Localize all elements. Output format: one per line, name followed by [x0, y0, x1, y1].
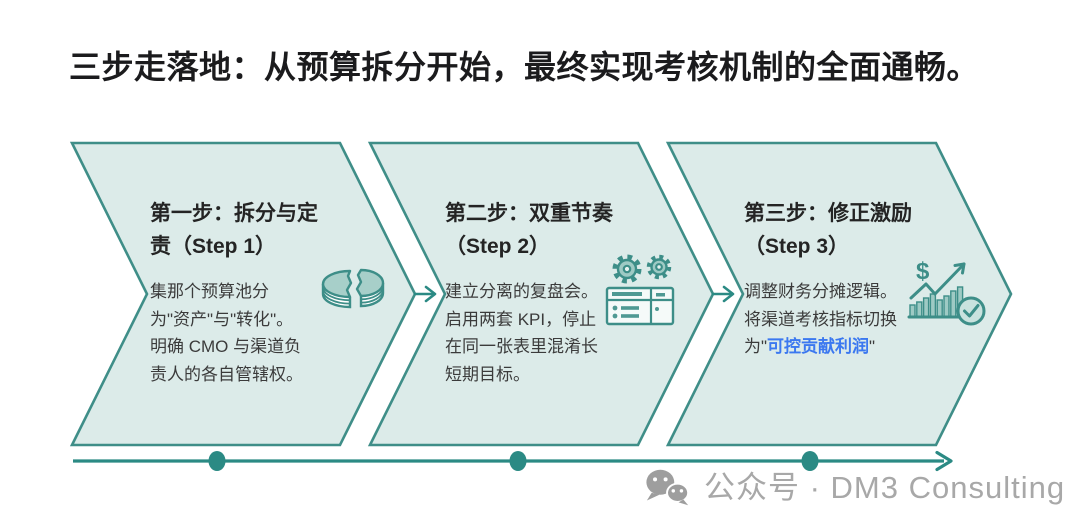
timeline-arrowhead-icon: [935, 450, 953, 472]
step-3-body-suffix: ": [869, 337, 876, 356]
timeline-dot-3: [801, 451, 819, 471]
svg-text:$: $: [916, 258, 930, 285]
watermark: 公众号 · DM3 Consulting: [644, 466, 1065, 510]
step-3-title: 第三步：修正激励 （Step 3）: [744, 202, 912, 258]
connector-arrow-1-icon: [413, 285, 437, 303]
step-3-body-highlight: 可控贡献利润: [767, 337, 870, 356]
step-3-block: 第三步：修正激励 （Step 3） 调整财务分摊逻辑。 将渠道考核指标切换 为"…: [744, 197, 960, 361]
step-2-block: 第二步：双重节奏 （Step 2） 建立分离的复盘会。 启用两套 KPI，停止 …: [445, 197, 661, 388]
step-2-body: 建立分离的复盘会。 启用两套 KPI，停止 在同一张表里混淆长 短期目标。: [445, 282, 598, 384]
step-1-body: 集那个预算池分 为"资产"与"转化"。 明确 CMO 与渠道负 责人的各自管辖权…: [150, 282, 303, 384]
chevron-step-2: [367, 141, 715, 447]
step-1-title: 第一步：拆分与定 责（Step 1）: [150, 202, 318, 258]
step-2-title: 第二步：双重节奏 （Step 2）: [445, 202, 613, 258]
split-pie-icon: [321, 268, 385, 309]
step-1-block: 第一步：拆分与定 责（Step 1） 集那个预算池分 为"资产"与"转化"。 明…: [150, 197, 366, 388]
timeline-dot-1: [208, 451, 226, 471]
gears-dashboard-icon: [605, 254, 675, 326]
wechat-icon: [646, 469, 690, 506]
chevron-step-3: [665, 141, 1013, 447]
chevron-step-1: [69, 141, 417, 447]
step-3-body-prefix: 调整财务分摊逻辑。 将渠道考核指标切换 为": [744, 282, 897, 356]
finance-growth-check-icon: $: [907, 258, 986, 326]
page-title: 三步走落地：从预算拆分开始，最终实现考核机制的全面通畅。: [69, 49, 980, 85]
timeline-dot-2: [509, 451, 527, 471]
watermark-label: 公众号 · DM3 Consulting: [704, 470, 1066, 505]
timeline: [73, 450, 953, 472]
connector-arrow-2-icon: [711, 285, 735, 303]
step-3-body: 调整财务分摊逻辑。 将渠道考核指标切换 为"可控贡献利润": [744, 278, 960, 361]
